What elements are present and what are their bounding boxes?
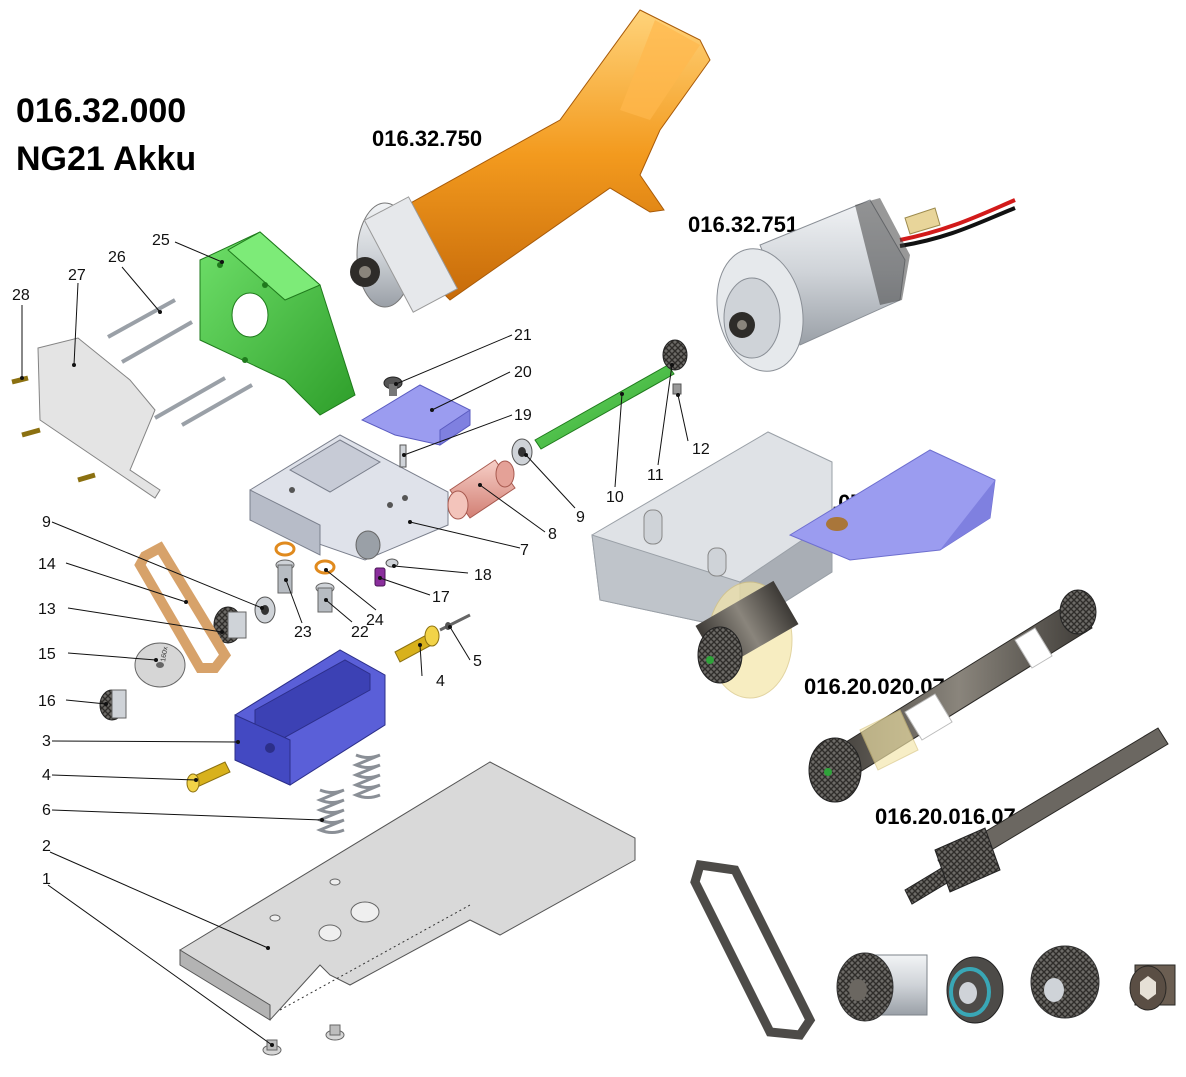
item-number: 27 xyxy=(68,267,86,284)
hex-socket-sleeve xyxy=(1129,964,1176,1011)
item-number: 4 xyxy=(436,673,445,690)
part-green-housing xyxy=(199,231,356,416)
item-number: 9 xyxy=(42,514,51,531)
item-number: 9 xyxy=(576,509,585,526)
part-cover-plate xyxy=(37,337,161,499)
item-number: 11 xyxy=(647,467,664,484)
part-hex-screw xyxy=(383,376,403,396)
belt-loop-large xyxy=(690,859,816,1040)
part-blue-housing xyxy=(234,649,386,786)
assembly-label-motor: 016.32.751 xyxy=(688,212,799,237)
item-number: 8 xyxy=(548,526,557,543)
item-number: 24 xyxy=(366,612,384,629)
part-brass-pin xyxy=(186,625,440,793)
item-number: 14 xyxy=(38,556,56,573)
item-number: 23 xyxy=(294,624,312,641)
item-number: 13 xyxy=(38,601,56,618)
item-number: 20 xyxy=(514,364,532,381)
part-bronze-bushing xyxy=(447,459,516,520)
item-numbers: 1 2 3 4 4 5 6 7 8 9 9 10 11 12 13 14 15 … xyxy=(12,232,710,888)
part-small-pin xyxy=(439,613,471,632)
shaft-short xyxy=(904,727,1169,905)
knurled-bushing xyxy=(836,952,928,1022)
item-number: 15 xyxy=(38,646,56,663)
part-number-title: 016.32.000 xyxy=(16,92,187,130)
item-number: 6 xyxy=(42,802,51,819)
item-number: 25 xyxy=(152,232,170,249)
disc-marking: 160x xyxy=(160,646,170,663)
item-number: 4 xyxy=(42,767,51,784)
part-set-screw xyxy=(672,383,682,395)
part-knurled-nut xyxy=(662,339,688,371)
item-number: 19 xyxy=(514,407,532,424)
item-number: 21 xyxy=(514,327,532,344)
item-number: 10 xyxy=(606,489,624,506)
part-belt xyxy=(134,541,232,673)
item-number: 12 xyxy=(692,441,710,458)
ball-bearing xyxy=(946,956,1004,1024)
knurled-wheel xyxy=(1030,945,1100,1019)
model-title: NG21 Akku xyxy=(16,140,197,178)
part-screw-small xyxy=(11,375,96,483)
part-rivet xyxy=(262,1024,345,1056)
part-spring xyxy=(316,753,381,834)
item-number: 3 xyxy=(42,733,51,750)
part-washer xyxy=(274,541,336,575)
item-number: 17 xyxy=(432,589,450,606)
head-block-assembly xyxy=(591,431,996,699)
leader-lines xyxy=(20,241,689,1047)
item-number: 26 xyxy=(108,249,126,266)
part-green-shaft xyxy=(534,364,675,450)
assembly-label-motor-housing: 016.32.750 xyxy=(372,126,483,151)
item-number: 18 xyxy=(474,567,492,584)
item-number: 1 xyxy=(42,871,51,888)
item-number: 22 xyxy=(351,624,369,641)
part-disc: 160x xyxy=(134,642,186,688)
motor-housing-orange xyxy=(350,9,711,313)
item-number: 2 xyxy=(42,838,51,855)
part-bearing xyxy=(254,438,533,624)
item-number: 16 xyxy=(38,693,56,710)
part-base-plate xyxy=(179,761,636,1021)
assembly-label-shaft-short: 016.20.016.07 xyxy=(875,804,1016,829)
item-number: 7 xyxy=(520,542,529,559)
part-main-block xyxy=(249,434,449,561)
shaft-long xyxy=(808,589,1097,803)
part-lavender-bracket xyxy=(360,384,471,446)
part-bolt xyxy=(275,559,335,613)
item-number: 28 xyxy=(12,287,30,304)
part-long-screw xyxy=(107,298,253,427)
item-number: 5 xyxy=(473,653,482,670)
part-knurled-knob xyxy=(99,689,127,721)
part-pulley xyxy=(213,606,247,644)
motor-unit xyxy=(716,198,1016,372)
